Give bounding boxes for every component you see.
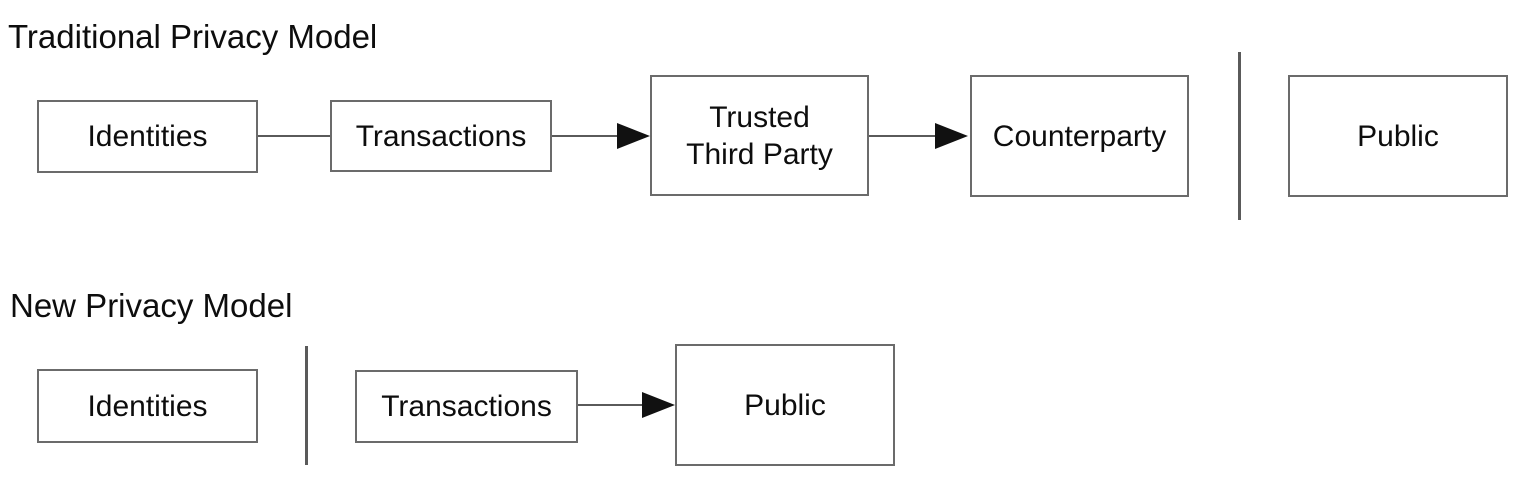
arrowhead-icon — [642, 392, 675, 418]
arrow-ttp-to-counterparty — [869, 123, 968, 149]
traditional-counterparty-label: Counterparty — [992, 119, 1167, 153]
new-identities-label: Identities — [87, 389, 208, 423]
connector-identities-transactions — [258, 135, 330, 137]
new-box-public: Public — [675, 344, 895, 466]
traditional-model-title: Traditional Privacy Model — [8, 18, 378, 55]
traditional-privacy-divider — [1238, 52, 1241, 220]
traditional-transactions-label: Transactions — [355, 119, 527, 153]
arrow-transactions-to-ttp — [552, 123, 650, 149]
traditional-box-transactions: Transactions — [330, 100, 552, 172]
traditional-box-identities: Identities — [37, 100, 258, 173]
new-privacy-divider — [305, 346, 308, 465]
traditional-public-label: Public — [1357, 119, 1439, 153]
arrow-shaft — [552, 135, 622, 137]
new-model-title: New Privacy Model — [10, 287, 293, 324]
new-transactions-label: Transactions — [381, 390, 552, 423]
arrowhead-icon — [617, 123, 650, 149]
new-public-label: Public — [744, 388, 826, 422]
arrow-shaft — [578, 404, 647, 406]
traditional-identities-label: Identities — [87, 120, 208, 153]
arrowhead-icon — [935, 123, 968, 149]
new-box-transactions: Transactions — [355, 370, 578, 443]
traditional-box-trusted-third-party: Trusted Third Party — [650, 75, 869, 196]
arrow-shaft — [869, 135, 940, 137]
traditional-ttp-label: Trusted Third Party — [686, 100, 833, 171]
arrow-transactions-to-public — [578, 392, 675, 418]
traditional-box-public: Public — [1288, 75, 1508, 197]
new-box-identities: Identities — [37, 369, 258, 443]
traditional-box-counterparty: Counterparty — [970, 75, 1189, 197]
